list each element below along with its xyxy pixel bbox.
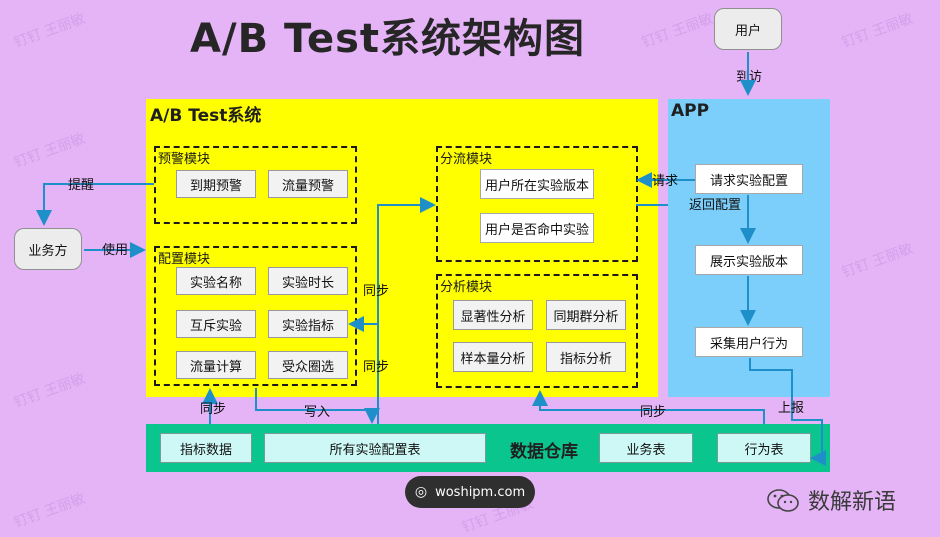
request-config-box: 请求实验配置 [695,164,803,194]
site-label: woshipm.com [435,484,526,500]
experiment-duration-box: 实验时长 [268,267,348,295]
app-label: APP [671,101,710,121]
sync-label: 同步 [200,402,227,417]
ab-system-label: A/B Test系统 [150,106,262,126]
experiment-metric-box: 实验指标 [268,310,348,338]
diagram-title: A/B Test系统架构图 [190,16,586,62]
all-config-table-box: 所有实验配置表 [264,433,486,463]
expiry-warning-box: 到期预警 [176,170,256,198]
metric-analysis-box: 指标分析 [546,342,626,372]
warning-module [154,146,357,224]
site-badge: ◎ woshipm.com [405,476,535,508]
brand-label: 数解新语 [808,490,897,515]
user-node: 用户 [714,8,782,50]
show-version-box: 展示实验版本 [695,245,803,275]
warehouse-label: 数据仓库 [510,442,578,462]
request-label: 请求 [652,174,679,189]
return-config-label: 返回配置 [689,198,742,213]
remind-arrow [36,183,154,226]
report-arrow [749,358,826,466]
traffic-warning-box: 流量预警 [268,170,348,198]
sync-label: 同步 [363,360,390,375]
user-version-box: 用户所在实验版本 [480,169,594,199]
remind-label: 提醒 [68,178,95,193]
experiment-name-box: 实验名称 [176,267,256,295]
brand-mark: 数解新语 [766,484,896,516]
sync-to-split-arrow [377,197,436,424]
mutex-experiment-box: 互斥实验 [176,310,256,338]
business-table-box: 业务表 [599,433,693,463]
metric-data-box: 指标数据 [160,433,252,463]
sync-label: 同步 [363,284,390,299]
use-label: 使用 [102,243,129,258]
write-arrow [255,388,380,424]
analysis-module [436,274,638,388]
split-module-label: 分流模块 [440,152,493,167]
report-label: 上报 [778,401,805,416]
analysis-sync-arrow [532,390,765,424]
wechat-icon [767,489,799,512]
cohort-box: 同期群分析 [546,300,626,330]
audience-select-box: 受众圈选 [268,351,348,379]
traffic-calc-box: 流量计算 [176,351,256,379]
analysis-module-label: 分析模块 [440,280,493,295]
write-label: 写入 [304,405,331,420]
sample-size-box: 样本量分析 [453,342,533,372]
collect-behavior-box: 采集用户行为 [695,327,803,357]
business-node: 业务方 [14,228,82,270]
config-module-label: 配置模块 [158,252,211,267]
sync-label: 同步 [640,405,667,420]
warning-module-label: 预警模块 [158,152,211,167]
significance-box: 显著性分析 [453,300,533,330]
user-hit-box: 用户是否命中实验 [480,213,594,243]
warehouse-region [146,424,830,472]
globe-icon: ◎ [414,484,428,500]
behavior-table-box: 行为表 [717,433,811,463]
